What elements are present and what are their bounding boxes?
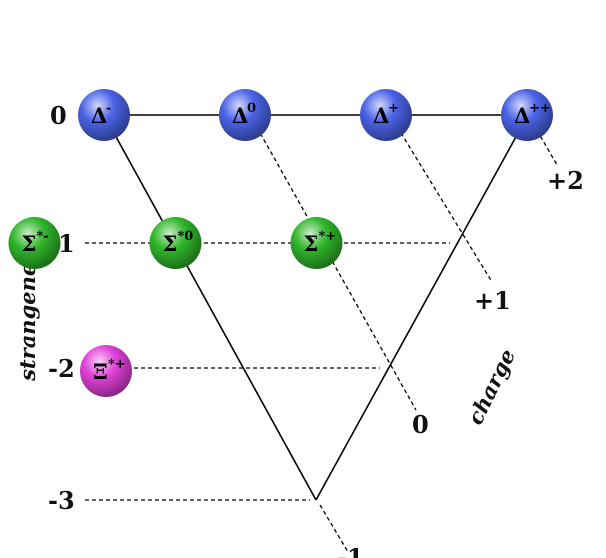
charge-guide-plus1: [389, 114, 493, 283]
particle-sigma-starminusplus-ball: [290, 217, 343, 269]
particle-delta-minus: Δ-: [78, 89, 130, 141]
left-side-line: [103, 114, 317, 501]
charge-guide-minus1: [319, 504, 349, 553]
right-side-line: [315, 114, 529, 501]
charge-label-plus1: +1: [474, 286, 511, 315]
particle-delta-plus-ball: [360, 89, 412, 141]
strangeness-label-minus3: -3: [48, 486, 75, 515]
strangeness-label-minus2: -2: [48, 354, 75, 383]
particle-delta-minus-superscript: -: [106, 101, 111, 116]
particle-delta-zero-ball: [219, 89, 271, 141]
particle-sigma-starminusminus-superscript: *-: [37, 229, 49, 244]
particle-sigma-starminuszero: Σ*0: [149, 217, 202, 269]
particle-sigma-starminusminus-symbol: Σ: [22, 231, 37, 256]
particle-sigma-starminusplus: Σ*+: [290, 217, 343, 269]
particle-sigma-starminusplus-symbol: Σ: [304, 231, 319, 256]
particle-delta-minus-symbol: Δ: [91, 103, 107, 128]
strangeness-label-0: 0: [50, 101, 67, 130]
charge-label-0: 0: [412, 410, 429, 439]
particle-delta-zero-symbol: Δ: [232, 103, 248, 128]
particle-delta-plusplus-ball: [501, 89, 553, 141]
particle-delta-zero: Δ0: [219, 89, 271, 141]
particle-delta-plusplus-symbol: Δ: [514, 103, 530, 128]
particle-sigma-starminuszero-symbol: Σ: [163, 231, 178, 256]
particle-delta-zero-superscript: 0: [247, 101, 256, 116]
particle-delta-plus-superscript: +: [388, 101, 399, 116]
particle-delta-plusplus-superscript: ++: [529, 101, 551, 116]
charge-guides: [249, 114, 558, 553]
particle-delta-plus: Δ+: [360, 89, 412, 141]
charge-label-minus1: -1: [337, 543, 364, 558]
particle-sigma-starminusplus-superscript: *+: [319, 229, 337, 244]
particle-delta-plus-symbol: Δ: [373, 103, 389, 128]
particle-delta-plusplus: Δ++: [501, 89, 553, 141]
particle-sigma-starminusminus-ball: [8, 217, 61, 269]
particle-sigma-starminuszero-superscript: *0: [178, 229, 194, 244]
charge-axis-title: charge: [462, 345, 520, 429]
particle-sigma-starminuszero-ball: [149, 217, 202, 269]
particle-xi-starminusplus-superscript: *+: [108, 357, 126, 372]
particle-xi-starminusplus-ball: [80, 345, 132, 397]
particle-nodes: Δ-Δ0Δ+Δ++Σ*-Σ*0Σ*+Ξ*-Ξ*+Ω-: [8, 89, 553, 397]
particle-delta-minus-ball: [78, 89, 130, 141]
charge-label-plus2: +2: [547, 166, 584, 195]
particle-xi-starminusplus: Ξ*+: [80, 345, 132, 397]
particle-sigma-starminusminus: Σ*-: [8, 217, 61, 269]
particle-xi-starminusplus-symbol: Ξ: [93, 359, 108, 384]
strangeness-guides: [85, 242, 450, 501]
decuplet-edges: [103, 114, 529, 501]
